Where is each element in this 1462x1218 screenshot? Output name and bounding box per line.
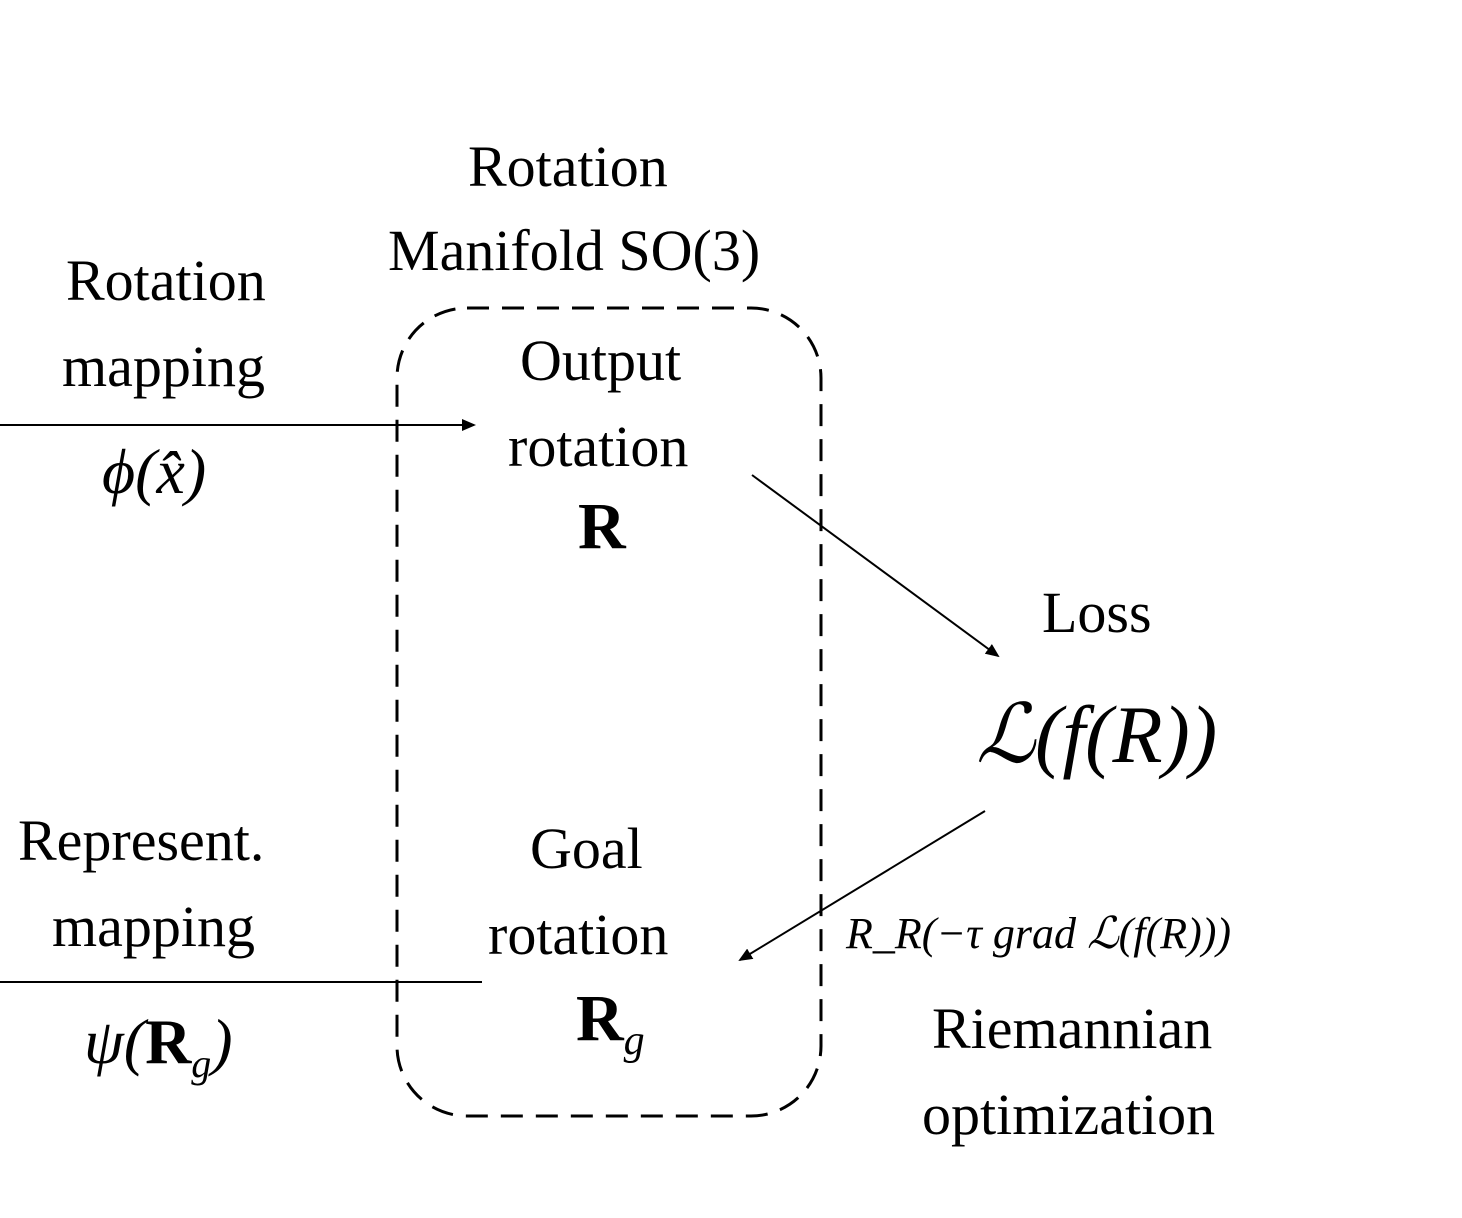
goal-R-symbol: R (145, 1006, 192, 1077)
loss-label: Loss (1042, 580, 1152, 645)
rotation-mapping-line1: Rotation (66, 248, 266, 313)
rotation-mapping-formula: ϕ(x̂) (102, 436, 207, 507)
goal-rotation-sub: g (623, 1018, 645, 1065)
output-to-loss-arrow (751, 474, 1000, 658)
output-rotation-line1: Output (520, 328, 682, 393)
optimization-line2: optimization (922, 1082, 1216, 1147)
goal-rotation-R: R (576, 982, 624, 1055)
manifold-title-line2: Manifold SO(3) (388, 218, 761, 283)
represent-mapping-formula: ψ(Rg) (84, 1010, 233, 1084)
output-rotation-symbol: R (578, 490, 626, 563)
psi-symbol: ψ( (84, 1006, 146, 1077)
output-rotation-line2: rotation (508, 414, 689, 479)
goal-subscript: g (191, 1040, 212, 1086)
represent-mapping-line2: mapping (52, 894, 255, 959)
goal-rotation-symbol: Rg (576, 986, 645, 1065)
represent-mapping-line1: Represent. (18, 808, 265, 873)
loss-formula: ℒ(f(R)) (976, 689, 1218, 780)
manifold-title-line1: Rotation (468, 134, 668, 199)
retraction-formula: R_R(−τ grad ℒ(f(R))) (846, 909, 1232, 958)
formula-close: ) (211, 1006, 233, 1077)
rotation-mapping-line2: mapping (62, 334, 265, 399)
loss-to-goal-arrow (738, 810, 986, 962)
manifold-boundary (395, 306, 823, 1118)
optimization-line1: Riemannian (932, 996, 1213, 1061)
goal-rotation-line1: Goal (530, 816, 643, 881)
goal-rotation-line2: rotation (488, 902, 669, 967)
